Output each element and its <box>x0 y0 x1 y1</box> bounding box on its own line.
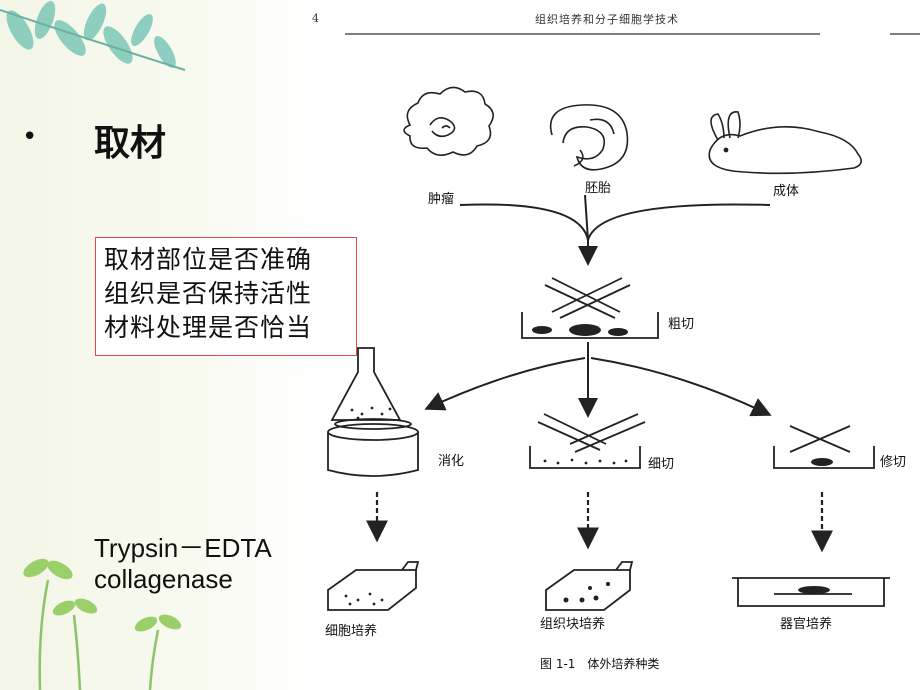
fine-cut-dish <box>529 413 646 469</box>
culture-label: 细胞培养 <box>325 623 377 639</box>
book-header: 组织培养和分子细胞学技术 <box>535 13 679 26</box>
cell-dots <box>350 406 392 420</box>
embryo-illustration <box>549 104 629 171</box>
tumor-illustration <box>403 86 494 156</box>
cell-culture-flask <box>327 561 420 611</box>
source-label: 肿瘤 <box>428 191 454 207</box>
branch-label: 消化 <box>438 454 464 469</box>
explant-culture-flask <box>545 561 634 611</box>
criteria-line: 材料处理是否恰当 <box>104 313 313 342</box>
criteria-line: 组织是否保持活性 <box>104 279 313 308</box>
reagent-trypsin: Trypsin－EDTA <box>94 533 272 563</box>
bullet-marker: • <box>22 122 38 152</box>
culture-label: 器官培养 <box>780 616 832 632</box>
sprout-decoration-icon <box>23 558 182 690</box>
source-label: 胚胎 <box>585 181 611 196</box>
branch-label: 细切 <box>648 457 674 472</box>
criteria-box: 取材部位是否准确 组织是否保持活性 材料处理是否恰当 <box>95 237 357 356</box>
culture-label: 组织块培养 <box>540 616 605 632</box>
flowchart: 肿瘤 胚胎 成体 <box>325 33 920 671</box>
branch-label: 修切 <box>880 455 906 470</box>
coarse-cut-dish <box>521 277 659 339</box>
tissue-pieces <box>532 324 628 336</box>
criteria-line: 取材部位是否准确 <box>104 245 313 274</box>
trim-dish <box>773 425 875 469</box>
leaf-decoration-icon <box>0 1 186 71</box>
page-number: 4 <box>312 12 319 25</box>
step-label: 粗切 <box>668 317 694 332</box>
textbook-figure: 4 组织培养和分子细胞学技术 肿瘤 <box>290 0 920 690</box>
digestion-flask <box>327 347 419 477</box>
slide-title: 取材 <box>94 123 167 164</box>
source-label: 成体 <box>773 184 799 199</box>
reagent-collagenase: collagenase <box>94 564 233 594</box>
organ-culture-dish <box>732 577 890 607</box>
figure-caption: 图 1-1 体外培养种类 <box>540 656 659 671</box>
rabbit-illustration <box>708 111 862 175</box>
